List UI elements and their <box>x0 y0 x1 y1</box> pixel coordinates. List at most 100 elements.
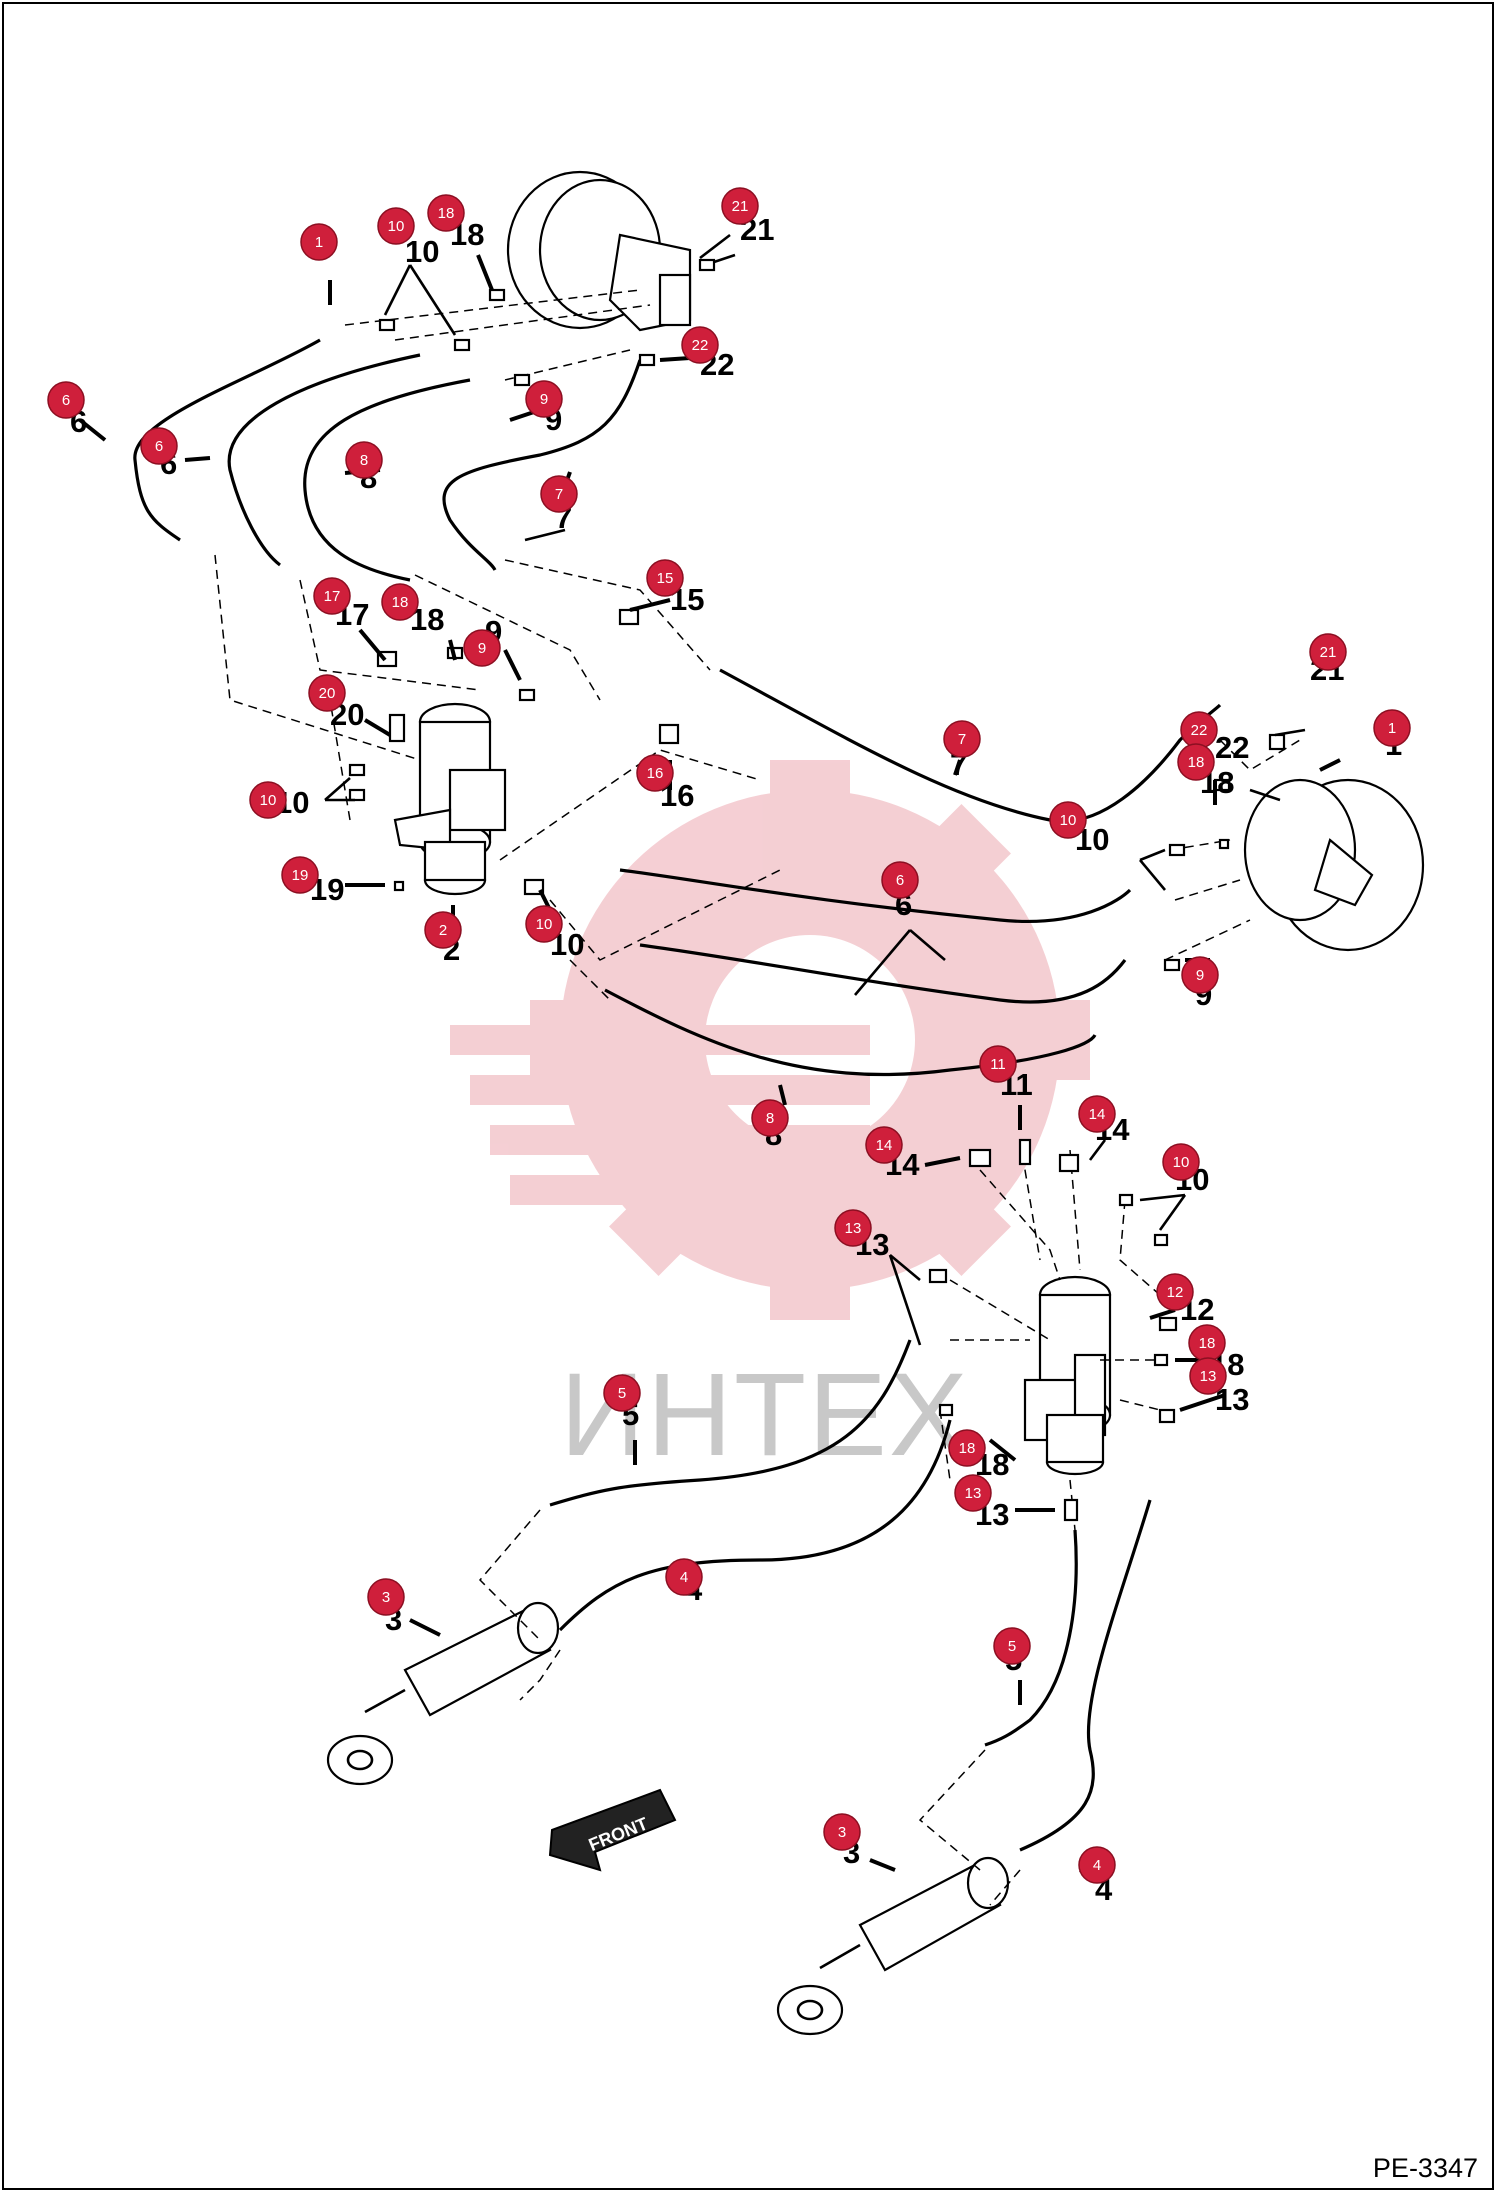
callout-bubble: 21 <box>1309 633 1347 671</box>
svg-text:7: 7 <box>555 486 563 503</box>
callout-bubble: 13 <box>954 1474 992 1512</box>
svg-text:9: 9 <box>540 391 548 408</box>
svg-text:7: 7 <box>958 731 966 748</box>
svg-text:10: 10 <box>1173 1154 1190 1171</box>
callout-bubble: 7 <box>540 475 578 513</box>
callout-bubble: 14 <box>865 1126 903 1164</box>
svg-text:13: 13 <box>845 1220 862 1237</box>
svg-text:17: 17 <box>324 588 341 605</box>
svg-text:18: 18 <box>438 205 455 222</box>
svg-text:5: 5 <box>618 1385 626 1402</box>
svg-text:19: 19 <box>292 867 309 884</box>
svg-text:15: 15 <box>657 570 674 587</box>
callout-bubble: 15 <box>646 559 684 597</box>
figure-code: PE-3347 <box>1372 2153 1478 2183</box>
svg-text:9: 9 <box>478 640 486 657</box>
callout-bubble: 22 <box>1180 711 1218 749</box>
svg-text:5: 5 <box>1008 1638 1016 1655</box>
svg-text:6: 6 <box>155 438 163 455</box>
callout-bubble: 4 <box>665 1558 703 1596</box>
callout-bubble: 2 <box>424 911 462 949</box>
callout-bubble: 19 <box>281 856 319 894</box>
svg-text:11: 11 <box>990 1056 1006 1073</box>
callout-bubble: 8 <box>751 1099 789 1137</box>
callout-bubble: 18 <box>381 583 419 621</box>
callout-bubble: 8 <box>345 441 383 479</box>
svg-text:6: 6 <box>896 872 904 889</box>
svg-text:21: 21 <box>732 198 749 215</box>
callout-bubble: 6 <box>881 861 919 899</box>
svg-text:1: 1 <box>315 234 323 251</box>
svg-text:10: 10 <box>260 792 277 809</box>
svg-text:3: 3 <box>838 1824 846 1841</box>
front-arrow: FRONT <box>548 1788 677 1872</box>
callout-bubble: 3 <box>367 1578 405 1616</box>
svg-text:20: 20 <box>319 685 336 702</box>
cylinder-right <box>776 1856 1010 2036</box>
callout-bubble: 13 <box>1189 1357 1227 1395</box>
routing-dashes <box>214 289 1301 1906</box>
svg-text:13: 13 <box>1200 1368 1217 1385</box>
svg-text:18: 18 <box>1199 1335 1216 1352</box>
callout-bubble: 3 <box>823 1813 861 1851</box>
callout-bubble: 9 <box>1181 956 1219 994</box>
callout-bubble: 11 <box>979 1045 1017 1083</box>
callout-bubble: 5 <box>993 1627 1031 1665</box>
travel-motor-right <box>1243 778 1425 952</box>
callout-bubble: 4 <box>1078 1846 1116 1884</box>
svg-text:18: 18 <box>1188 754 1205 771</box>
svg-text:14: 14 <box>876 1137 893 1154</box>
part-number: 10 <box>405 234 439 269</box>
svg-text:12: 12 <box>1167 1284 1184 1301</box>
callout-bubble: 1 <box>300 223 338 261</box>
svg-text:6: 6 <box>62 392 70 409</box>
swivel-joint-lower <box>1023 1275 1112 1476</box>
callout-bubble: 16 <box>636 754 674 792</box>
callout-bubble: 18 <box>1177 743 1215 781</box>
callout-bubble: 18 <box>1188 1324 1226 1362</box>
svg-text:18: 18 <box>392 594 409 611</box>
svg-text:4: 4 <box>680 1569 688 1586</box>
svg-text:3: 3 <box>382 1589 390 1606</box>
svg-text:22: 22 <box>1191 722 1208 739</box>
watermark-text: ИНТЕХ <box>560 1349 970 1481</box>
svg-text:14: 14 <box>1089 1106 1106 1123</box>
callout-bubble: 10 <box>1162 1143 1200 1181</box>
svg-text:21: 21 <box>1320 644 1337 661</box>
callout-bubble: 20 <box>308 674 346 712</box>
callout-bubble: 10 <box>249 781 287 819</box>
leader-lines <box>78 233 1341 1882</box>
callout-bubble: 1 <box>1373 709 1411 747</box>
callout-bubble: 5 <box>603 1374 641 1412</box>
callout-bubble: 9 <box>463 629 501 667</box>
callout-bubble: 10 <box>525 905 563 943</box>
fittings <box>348 258 1286 1522</box>
svg-text:10: 10 <box>536 916 553 933</box>
svg-text:16: 16 <box>647 765 664 782</box>
svg-text:13: 13 <box>965 1485 982 1502</box>
svg-text:8: 8 <box>766 1110 774 1127</box>
callout-bubble: 21 <box>721 187 759 225</box>
callout-bubble: 14 <box>1078 1095 1116 1133</box>
svg-text:10: 10 <box>1060 812 1077 829</box>
svg-text:10: 10 <box>388 218 405 235</box>
callout-bubble: 18 <box>427 194 465 232</box>
svg-text:18: 18 <box>959 1440 976 1457</box>
watermark-logo <box>450 760 1090 1320</box>
callout-bubble: 6 <box>140 427 178 465</box>
svg-text:8: 8 <box>360 452 368 469</box>
callout-bubble: 13 <box>834 1209 872 1247</box>
callout-bubble: 10 <box>1049 801 1087 839</box>
part-number: 22 <box>1215 730 1249 765</box>
callout-bubble: 12 <box>1156 1273 1194 1311</box>
cylinder-left <box>326 1601 560 1786</box>
svg-text:22: 22 <box>692 337 709 354</box>
callout-bubbles: 1 10 18 21 22 9 6 6 8 7 15 17 18 9 20 16… <box>47 187 1411 1884</box>
swivel-joint-upper <box>393 702 507 896</box>
svg-text:2: 2 <box>439 922 447 939</box>
callout-bubble: 7 <box>943 720 981 758</box>
callout-bubble: 9 <box>525 380 563 418</box>
callout-bubble: 17 <box>313 577 351 615</box>
